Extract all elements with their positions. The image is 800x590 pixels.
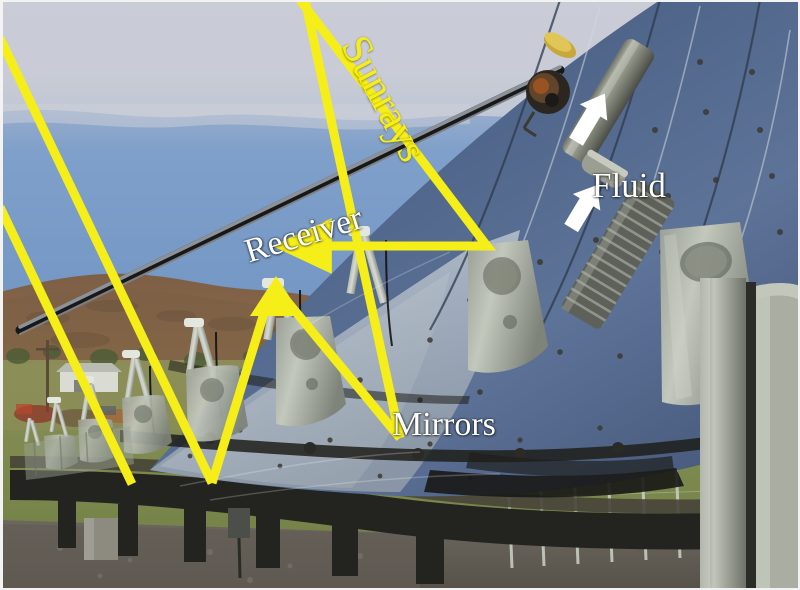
incoming-sunrays: [0, 0, 405, 486]
equipment-pile: [14, 404, 138, 427]
concrete-footing: [84, 518, 118, 560]
support-legs: [58, 500, 444, 584]
reflected-ray-left: [207, 298, 273, 485]
receiver-focus-arrowhead: [250, 276, 302, 316]
fluid-arrow-upper: [569, 93, 608, 146]
fluid-arrow-lower: [564, 185, 601, 233]
sunray-2: [0, 205, 137, 486]
receiver-tube: [15, 65, 565, 335]
sunray-3: [300, 0, 405, 439]
trough-underside-beam: [10, 470, 790, 550]
control-box: [228, 508, 250, 538]
reflected-sunrays: [207, 297, 404, 485]
sunrays-leader-line: [272, 0, 497, 274]
utility-pole: [36, 340, 59, 412]
fluid-flow-arrows: [564, 93, 608, 233]
pipe-cap: [543, 32, 577, 59]
sunray-1: [0, 36, 217, 485]
ball-joint: [526, 70, 570, 114]
reflected-ray-right: [282, 297, 404, 441]
support-column: [700, 278, 800, 590]
